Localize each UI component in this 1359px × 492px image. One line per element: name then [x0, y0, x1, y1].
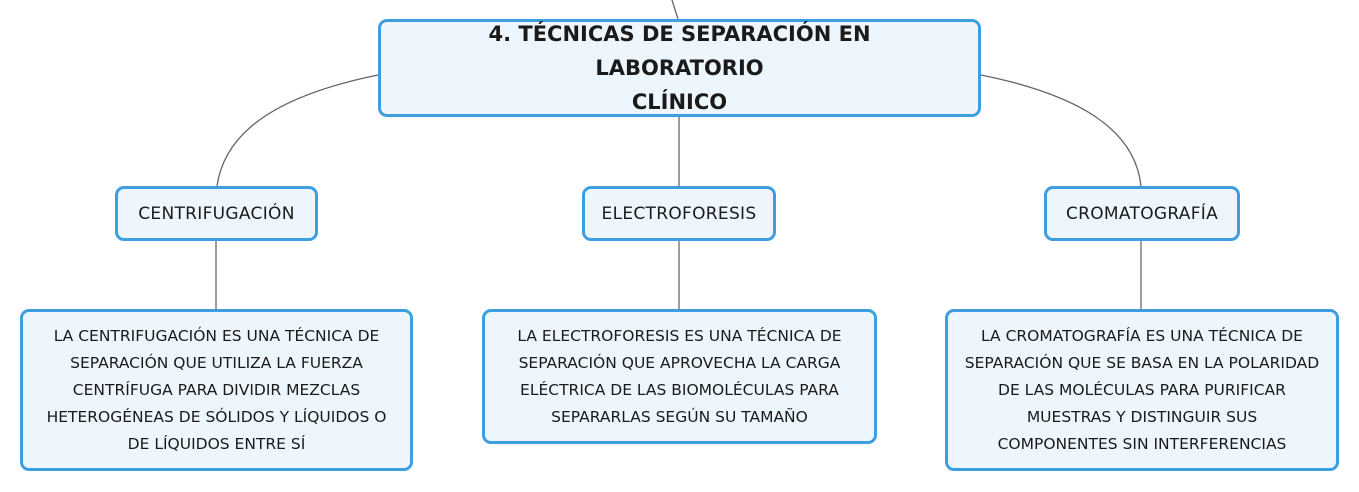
leaf-text-centrifugacion: LA CENTRIFUGACIÓN ES UNA TÉCNICA DE SEPA… [47, 323, 387, 458]
leaf-line: LA CROMATOGRAFÍA ES UNA TÉCNICA DE [981, 326, 1303, 345]
connector-root-cromatografia [980, 74, 1142, 187]
root-node[interactable]: 4. TÉCNICAS DE SEPARACIÓN EN LABORATORIO… [378, 19, 981, 117]
leaf-line: HETEROGÉNEAS DE SÓLIDOS Y LÍQUIDOS O [46, 407, 387, 426]
leaf-line: DE LAS MOLÉCULAS PARA PURIFICAR [998, 380, 1286, 399]
leaf-line: COMPONENTES SIN INTERFERENCIAS [997, 434, 1287, 453]
root-title-line2: CLÍNICO [631, 90, 728, 114]
leaf-node-cromatografia[interactable]: LA CROMATOGRAFÍA ES UNA TÉCNICA DE SEPAR… [945, 309, 1339, 471]
leaf-line: SEPARARLAS SEGÚN SU TAMAÑO [551, 407, 808, 426]
leaf-line: CENTRÍFUGA PARA DIVIDIR MEZCLAS [72, 380, 361, 399]
leaf-line: ELÉCTRICA DE LAS BIOMOLÉCULAS PARA [520, 380, 839, 399]
leaf-line: LA CENTRIFUGACIÓN ES UNA TÉCNICA DE [53, 326, 380, 345]
leaf-line: DE LÍQUIDOS ENTRE SÍ [127, 434, 306, 453]
leaf-line: SEPARACIÓN QUE UTILIZA LA FUERZA [70, 353, 363, 372]
root-title: 4. TÉCNICAS DE SEPARACIÓN EN LABORATORIO… [411, 17, 948, 119]
branch-node-centrifugacion[interactable]: CENTRIFUGACIÓN [115, 186, 318, 241]
leaf-node-electroforesis[interactable]: LA ELECTROFORESIS ES UNA TÉCNICA DE SEPA… [482, 309, 877, 444]
leaf-line: MUESTRAS Y DISTINGUIR SUS [1026, 407, 1258, 426]
leaf-text-electroforesis: LA ELECTROFORESIS ES UNA TÉCNICA DE SEPA… [517, 323, 841, 431]
leaf-node-centrifugacion[interactable]: LA CENTRIFUGACIÓN ES UNA TÉCNICA DE SEPA… [20, 309, 413, 471]
connector-root-centrifugacion [216, 74, 379, 187]
branch-label-electroforesis: ELECTROFORESIS [601, 203, 757, 224]
branch-label-cromatografia: CROMATOGRAFÍA [1065, 203, 1219, 224]
leaf-text-cromatografia: LA CROMATOGRAFÍA ES UNA TÉCNICA DE SEPAR… [965, 323, 1319, 458]
leaf-line: SEPARACIÓN QUE SE BASA EN LA POLARIDAD [964, 353, 1320, 372]
leaf-line: SEPARACIÓN QUE APROVECHA LA CARGA [518, 353, 841, 372]
branch-node-cromatografia[interactable]: CROMATOGRAFÍA [1044, 186, 1240, 241]
connector-parent-root [671, 0, 679, 20]
leaf-line: LA ELECTROFORESIS ES UNA TÉCNICA DE [517, 326, 842, 345]
root-title-line1: 4. TÉCNICAS DE SEPARACIÓN EN LABORATORIO [488, 22, 871, 80]
branch-label-centrifugacion: CENTRIFUGACIÓN [138, 203, 295, 224]
branch-node-electroforesis[interactable]: ELECTROFORESIS [582, 186, 776, 241]
